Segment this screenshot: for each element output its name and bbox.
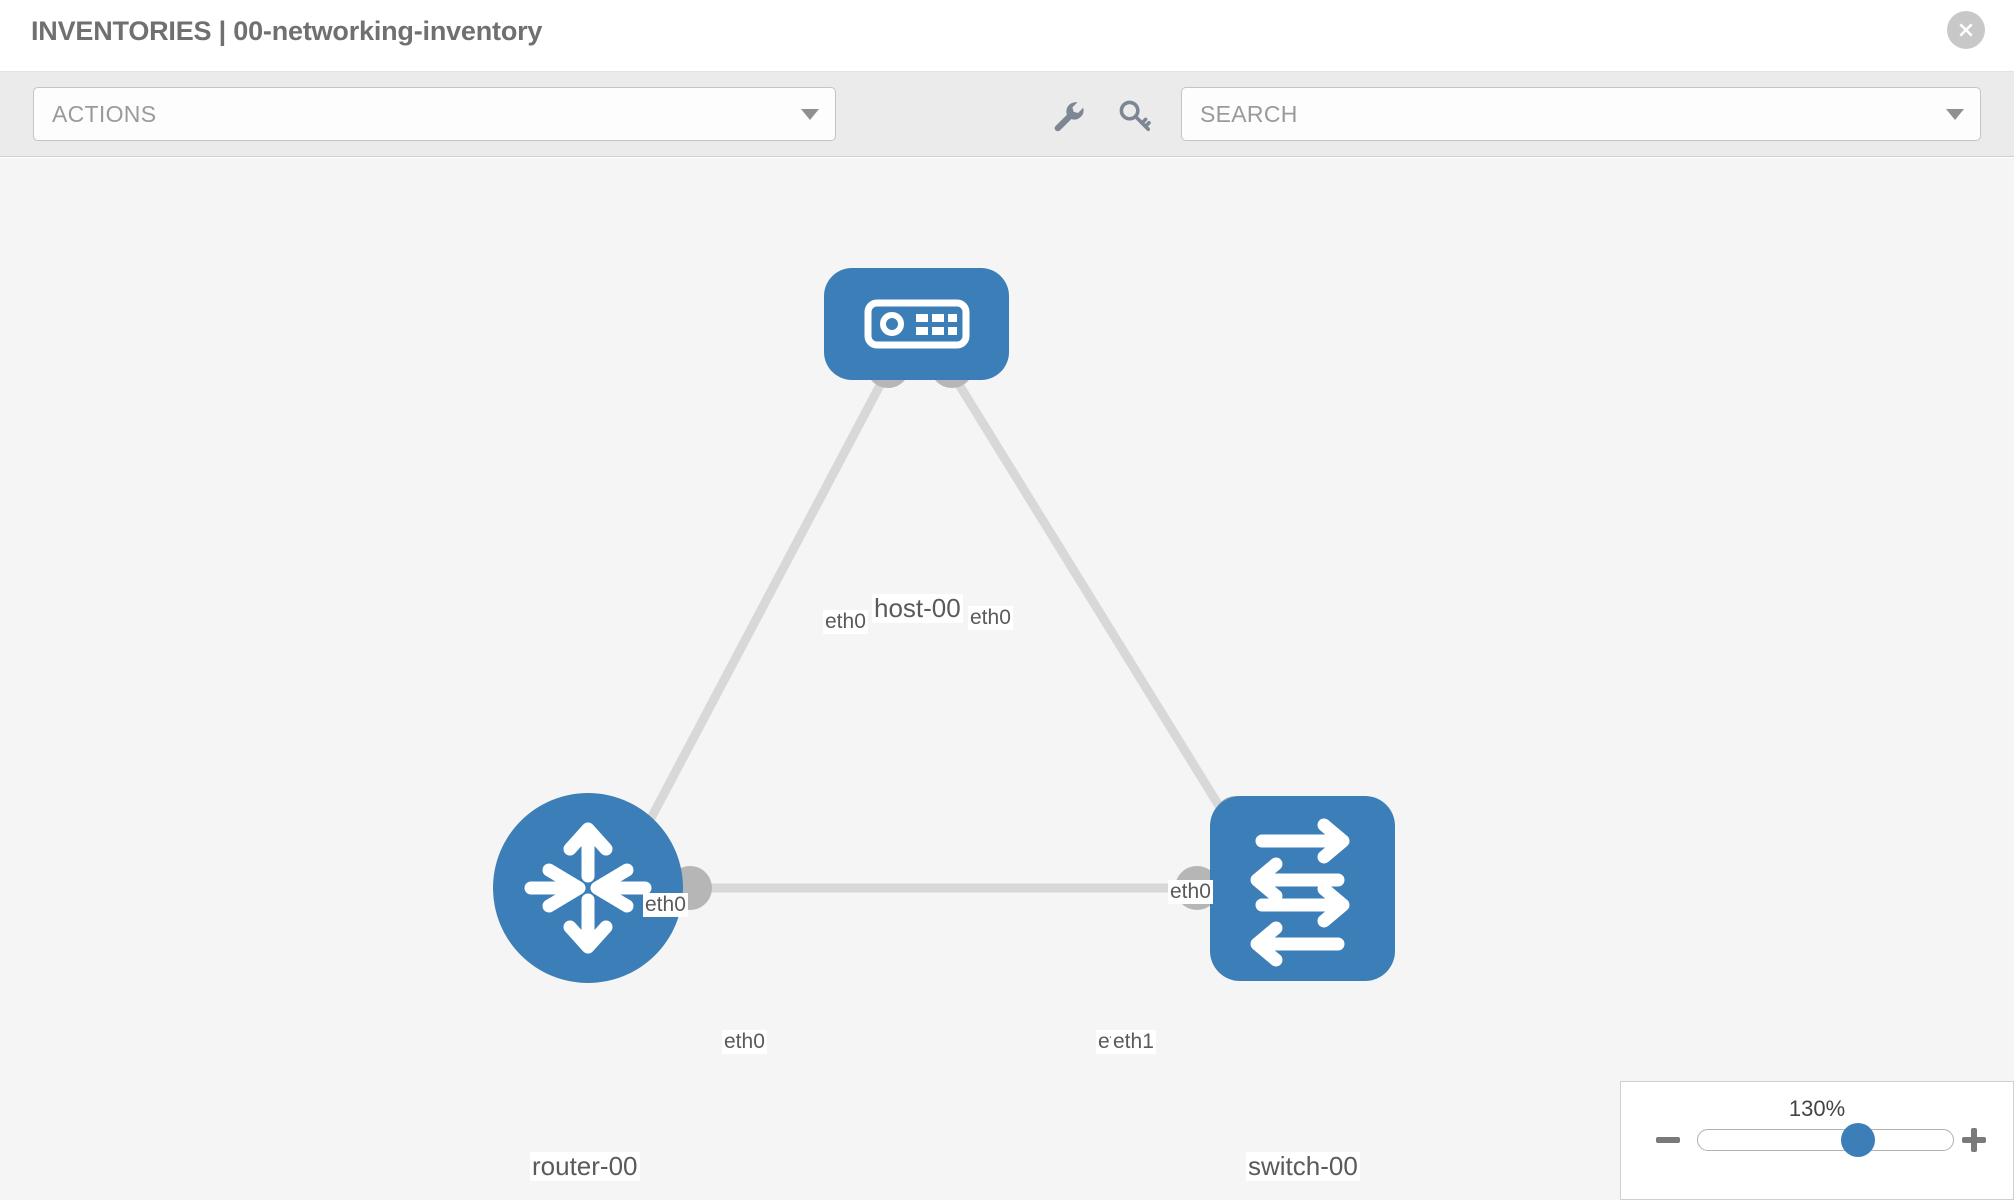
search-input[interactable]: SEARCH xyxy=(1181,87,1981,141)
toolbar: ACTIONS SEARCH xyxy=(0,72,2014,157)
node-switch-00 xyxy=(1210,796,1395,981)
zoom-slider-thumb[interactable] xyxy=(1841,1123,1875,1157)
iface-label: eth0 xyxy=(643,893,688,917)
iface-label: eth1 xyxy=(1111,1030,1156,1054)
topology-links xyxy=(626,367,1249,893)
iface-label: eth0 xyxy=(1168,880,1213,904)
node-label-router-00: router-00 xyxy=(530,1151,640,1182)
wrench-icon[interactable] xyxy=(1050,98,1086,134)
iface-label: eth0 xyxy=(722,1030,767,1054)
actions-dropdown-label: ACTIONS xyxy=(52,101,157,127)
switch-arrows-icon xyxy=(1250,818,1350,967)
close-icon[interactable] xyxy=(1947,11,1985,49)
page-title: INVENTORIES | 00-networking-inventory xyxy=(31,16,543,46)
node-label-switch-00: switch-00 xyxy=(1246,1151,1360,1182)
topology-graph xyxy=(493,268,1395,983)
topology-canvas[interactable]: host-00 router-00 switch-00 eth0 eth0 et… xyxy=(0,158,2014,1200)
iface-label: eth0 xyxy=(968,606,1013,630)
zoom-in-button[interactable] xyxy=(1959,1125,1989,1155)
page-header: INVENTORIES | 00-networking-inventory xyxy=(0,0,2014,72)
actions-dropdown[interactable]: ACTIONS xyxy=(33,87,836,141)
key-icon[interactable] xyxy=(1117,98,1153,134)
node-host-00 xyxy=(824,268,1009,380)
zoom-out-button[interactable] xyxy=(1653,1125,1683,1155)
iface-label: eth0 xyxy=(823,610,868,634)
node-label-host-00: host-00 xyxy=(872,593,963,624)
zoom-control-panel: 130% xyxy=(1620,1081,2014,1200)
chevron-down-icon xyxy=(801,109,819,120)
router-arrows-icon xyxy=(524,822,652,954)
zoom-slider[interactable] xyxy=(1697,1123,1954,1157)
link-router00-host00 xyxy=(626,367,892,861)
link-host00-switch00 xyxy=(946,367,1249,851)
node-router-00 xyxy=(493,793,683,983)
search-placeholder-label: SEARCH xyxy=(1200,101,1298,127)
server-icon xyxy=(864,299,970,349)
chevron-down-icon xyxy=(1946,109,1964,120)
zoom-level-value: 130% xyxy=(1788,1096,1846,1121)
